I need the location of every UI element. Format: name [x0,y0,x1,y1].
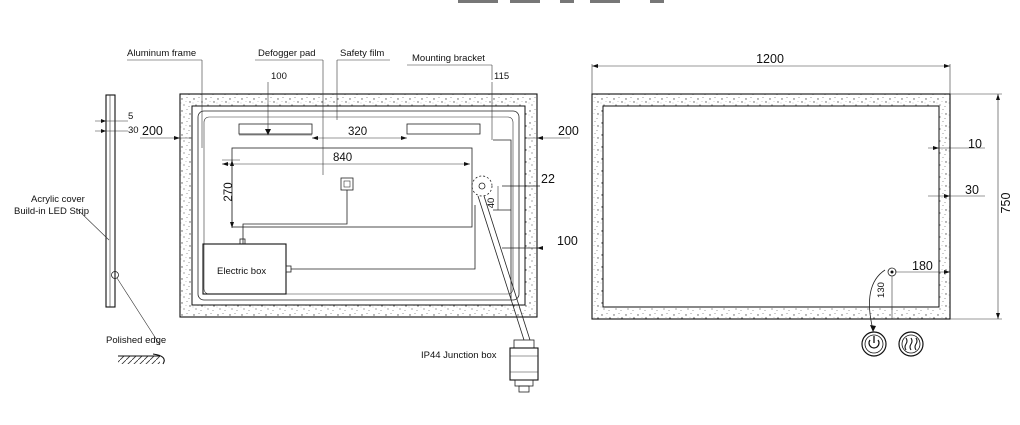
dim-270: 270 [223,182,235,201]
mounting-bracket-right [406,123,481,135]
dim-750: 750 [999,193,1013,214]
dim-180: 180 [912,259,933,273]
top-edge-remnant [458,0,664,3]
acrylic-cover-label: Acrylic cover [31,194,85,205]
front-mirror-surface [602,105,940,308]
dim-840: 840 [333,152,352,164]
dim-100-right: 100 [557,234,578,248]
mounting-bracket-left [238,123,313,135]
power-touch-icon [861,331,887,357]
defog-heat-icon [898,331,924,357]
mounting-bracket-label: Mounting bracket [412,53,485,64]
junction-box-label: IP44 Junction box [421,350,497,361]
led-strip-label: Build-in LED Strip [14,206,89,217]
dim-115: 115 [494,71,509,82]
dim-100-top: 100 [271,71,287,82]
aluminum-frame-inner-outline [203,116,514,295]
side-view: 5 30 Acrylic cover Build-in LED Strip Po… [14,94,166,365]
front-view: 1200 750 10 30 180 130 [591,52,1013,357]
dim-22: 22 [541,172,555,186]
ip44-junction-box [509,339,539,393]
dim-130: 130 [876,282,887,298]
back-view: Electric box IP44 Junction box Aluminum … [127,48,579,393]
polished-edge-profile [152,353,165,365]
side-dim-5: 5 [128,111,133,122]
dim-200-right: 200 [558,124,579,138]
dim-320: 320 [348,126,367,138]
back-frame-inner [191,105,526,306]
polished-edge-label: Polished edge [106,335,166,346]
polished-edge-hatch [118,356,160,364]
dim-1200: 1200 [756,52,784,66]
side-dim-30: 30 [128,125,139,136]
safety-film-label: Safety film [340,48,384,59]
defogger-pad-label: Defogger pad [258,48,316,59]
side-profile-glass [105,94,116,308]
dim-40: 40 [486,198,497,209]
aluminum-frame-outline [197,110,520,301]
dim-10: 10 [968,137,982,151]
electric-box-label: Electric box [217,266,266,277]
dim-200-left: 200 [142,124,163,138]
polished-edge-marker [111,271,119,279]
aluminum-frame-label: Aluminum frame [127,48,196,59]
sensor-dashed-circle [471,175,493,197]
dim-30-front: 30 [965,183,979,197]
